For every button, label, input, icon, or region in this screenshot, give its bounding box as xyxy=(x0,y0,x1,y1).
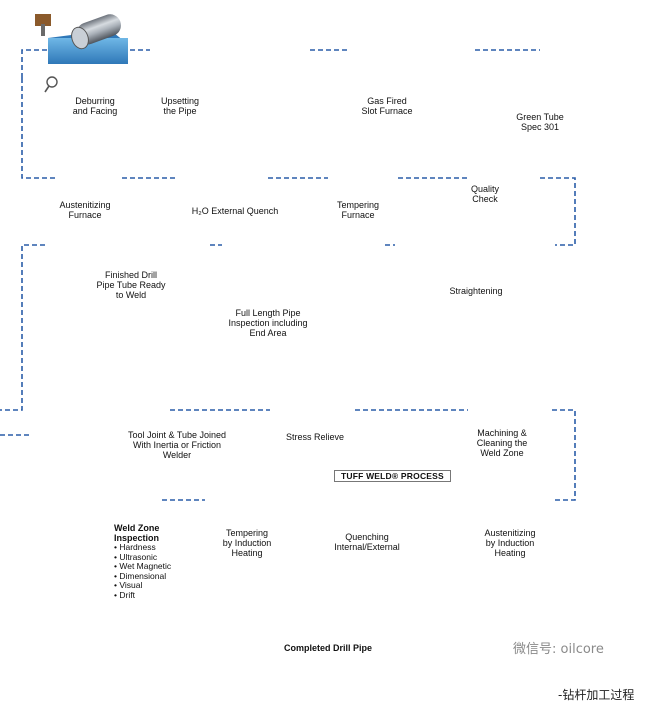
weld-zone-list: Hardness Ultrasonic Wet Magnetic Dimensi… xyxy=(114,542,171,601)
flow-line-row3 xyxy=(0,244,45,411)
flow-lines xyxy=(0,49,576,501)
weld-zone-item: Drift xyxy=(114,590,171,601)
label-upsetting: Upsetting the Pipe xyxy=(160,96,200,116)
weld-zone-item: Wet Magnetic xyxy=(114,562,171,572)
label-deburring: Deburring and Facing xyxy=(72,96,118,116)
weld-zone-item: Ultrasonic xyxy=(114,552,171,563)
label-full-length-inspection: Full Length Pipe Inspection including En… xyxy=(228,308,308,338)
weld-zone-title: Weld Zone Inspection xyxy=(114,523,160,543)
label-water-quench: H₂O External Quench xyxy=(191,206,279,216)
label-tempering-furnace: Tempering Furnace xyxy=(336,200,380,220)
flow-line-row2 xyxy=(122,177,576,246)
label-green-tube: Green Tube Spec 301 xyxy=(516,112,564,132)
label-completed-drill-pipe: Completed Drill Pipe xyxy=(283,643,372,653)
magnifier-icon xyxy=(44,76,58,93)
label-quenching: Quenching Internal/External xyxy=(334,532,400,552)
caption: -钻杆加工过程 xyxy=(558,688,635,702)
deburring-machine xyxy=(35,14,128,64)
label-tempering-induction: Tempering by Induction Heating xyxy=(222,528,272,558)
label-straightening: Straightening xyxy=(449,286,503,296)
weld-zone-item: Dimensional xyxy=(114,571,171,582)
tuff-weld-header: TUFF WELD® PROCESS xyxy=(334,470,451,482)
weld-zone-item: Hardness xyxy=(114,542,171,553)
weld-zone-item: Visual xyxy=(114,581,171,591)
label-stress-relieve: Stress Relieve xyxy=(285,432,345,442)
label-austenitizing-furnace: Austenitizing Furnace xyxy=(59,200,111,220)
watermark: 微信号: oilcore xyxy=(513,642,604,657)
label-tool-joint: Tool Joint & Tube Joined With Inertia or… xyxy=(127,430,227,460)
label-machining: Machining & Cleaning the Weld Zone xyxy=(476,428,528,458)
flow-line-row4 xyxy=(0,409,576,501)
label-finished-tube: Finished Drill Pipe Tube Ready to Weld xyxy=(96,270,166,300)
label-quality-check: Quality Check xyxy=(470,184,499,204)
label-gas-fired-furnace: Gas Fired Slot Furnace xyxy=(361,96,413,116)
label-austenitizing-induction: Austenitizing by Induction Heating xyxy=(484,528,536,558)
flow-line-left1 xyxy=(21,78,55,179)
